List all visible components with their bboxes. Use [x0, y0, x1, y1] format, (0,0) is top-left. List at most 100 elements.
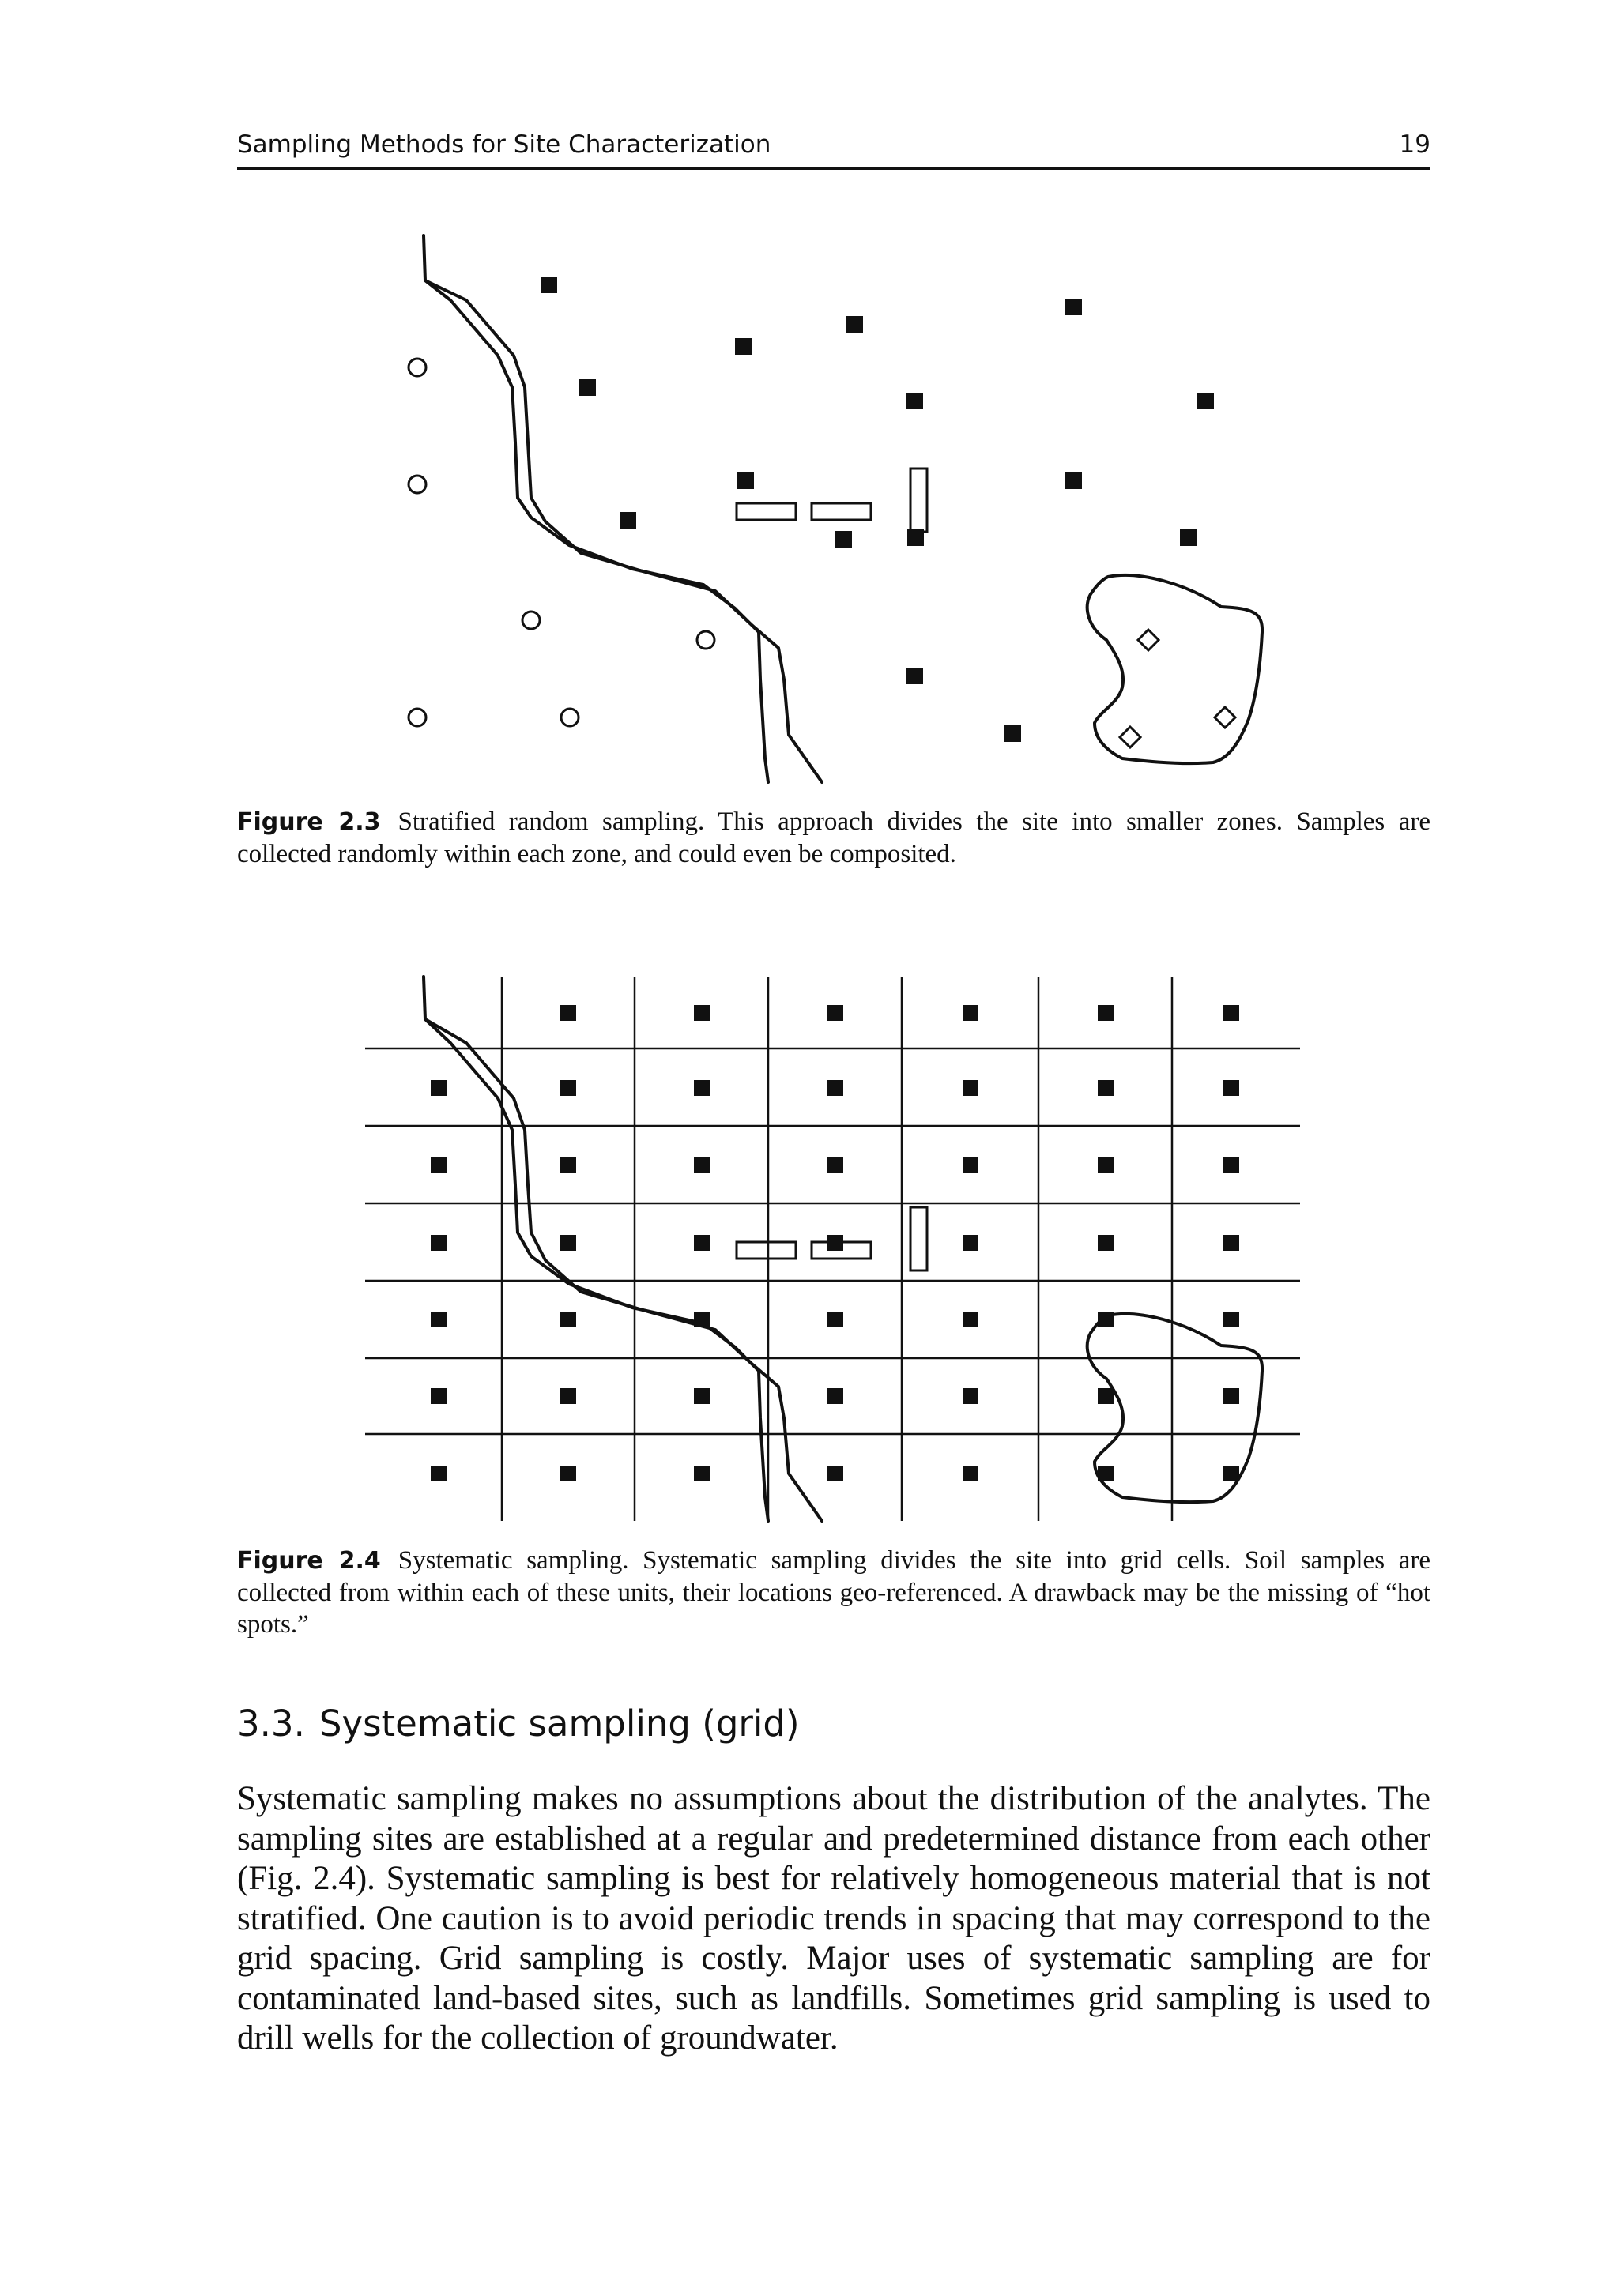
sample-circle	[407, 357, 428, 378]
sample-square	[846, 316, 863, 333]
grid-sample-square	[694, 1080, 710, 1096]
sample-circle	[521, 610, 541, 630]
sample-square	[835, 531, 852, 548]
grid-sample-square	[694, 1157, 710, 1173]
section-number: 3.3.	[237, 1703, 305, 1745]
grid-sample-square	[1098, 1235, 1114, 1251]
pond-outline	[1085, 573, 1264, 766]
composite-rectangle	[735, 1240, 797, 1260]
grid-sample-square	[1223, 1466, 1239, 1481]
running-title: Sampling Methods for Site Characterizati…	[237, 130, 771, 159]
grid-sample-square	[431, 1080, 447, 1096]
composite-rectangle	[909, 467, 929, 533]
sample-square	[906, 393, 923, 409]
sample-square	[579, 379, 596, 396]
grid-sample-square	[1223, 1312, 1239, 1327]
composite-rectangle	[735, 502, 797, 521]
grid-sample-square	[1098, 1157, 1114, 1173]
sample-square	[1180, 529, 1197, 546]
grid-sample-square	[963, 1005, 978, 1021]
grid-sample-square	[827, 1466, 843, 1481]
sample-circle	[407, 474, 428, 495]
sample-square	[906, 668, 923, 684]
grid-sample-square	[560, 1388, 576, 1404]
composite-rectangle	[810, 502, 872, 521]
grid-sample-square	[827, 1388, 843, 1404]
figure-2-4-label: Figure 2.4	[237, 1547, 381, 1575]
sample-square	[737, 472, 754, 489]
grid-sample-square	[1098, 1312, 1114, 1327]
sample-diamond	[1212, 705, 1238, 730]
grid-sample-square	[827, 1157, 843, 1173]
grid-sample-square	[1223, 1235, 1239, 1251]
figure-2-3-diagram	[407, 234, 1264, 784]
sample-square	[1065, 299, 1082, 315]
grid-sample-square	[1098, 1080, 1114, 1096]
grid-sample-square	[1098, 1005, 1114, 1021]
figure-2-3-caption-text: Stratified random sampling. This approac…	[237, 807, 1430, 868]
running-header: Sampling Methods for Site Characterizati…	[237, 128, 1430, 170]
sample-circle	[695, 630, 716, 650]
grid-sample-square	[963, 1080, 978, 1096]
grid-sample-square	[431, 1466, 447, 1481]
sample-square	[1004, 725, 1021, 742]
grid-sample-squares	[431, 1005, 1239, 1481]
grid-sample-square	[1223, 1080, 1239, 1096]
page-number: 19	[1399, 130, 1430, 159]
grid-lines	[365, 977, 1300, 1521]
grid-sample-square	[963, 1312, 978, 1327]
grid-sample-square	[827, 1312, 843, 1327]
grid-sample-square	[963, 1388, 978, 1404]
grid-sample-square	[1223, 1157, 1239, 1173]
grid-sample-square	[694, 1388, 710, 1404]
grid-sample-square	[694, 1235, 710, 1251]
grid-sample-square	[560, 1312, 576, 1327]
section-heading: 3.3. Systematic sampling (grid)	[237, 1703, 800, 1745]
grid-sample-square	[694, 1466, 710, 1481]
grid-sample-square	[1098, 1466, 1114, 1481]
river-bank-left	[422, 234, 770, 784]
grid-sample-square	[560, 1466, 576, 1481]
sample-diamond	[1117, 725, 1143, 750]
sample-square	[907, 529, 924, 546]
grid-sample-square	[827, 1235, 843, 1251]
grid-sample-square	[560, 1157, 576, 1173]
figure-2-4-caption-text: Systematic sampling. Systematic sampling…	[237, 1546, 1430, 1639]
river-bank-right	[424, 279, 823, 784]
grid-sample-square	[1223, 1005, 1239, 1021]
grid-sample-square	[1223, 1388, 1239, 1404]
grid-sample-square	[963, 1235, 978, 1251]
grid-sample-square	[431, 1388, 447, 1404]
grid-sample-square	[431, 1312, 447, 1327]
grid-sample-square	[560, 1235, 576, 1251]
section-body-paragraph: Systematic sampling makes no assumptions…	[237, 1780, 1430, 2057]
grid-sample-square	[560, 1080, 576, 1096]
composite-rectangle	[909, 1206, 929, 1272]
sample-square	[1197, 393, 1214, 409]
grid-sample-square	[963, 1157, 978, 1173]
grid-sample-square	[963, 1466, 978, 1481]
grid-sample-square	[694, 1005, 710, 1021]
section-title: Systematic sampling (grid)	[318, 1703, 800, 1745]
figure-2-3-label: Figure 2.3	[237, 808, 381, 836]
sample-diamond	[1136, 627, 1161, 653]
river-bank-left	[422, 975, 770, 1523]
grid-sample-square	[431, 1157, 447, 1173]
grid-sample-square	[827, 1005, 843, 1021]
sample-circle	[407, 707, 428, 728]
figure-2-4-diagram	[365, 975, 1300, 1523]
grid-sample-square	[560, 1005, 576, 1021]
grid-sample-square	[827, 1080, 843, 1096]
grid-sample-square	[431, 1235, 447, 1251]
grid-sample-square	[1098, 1388, 1114, 1404]
pond-outline	[1085, 1312, 1264, 1504]
sample-circle	[560, 707, 580, 728]
sample-square	[620, 512, 636, 529]
sample-square	[1065, 472, 1082, 489]
sample-square	[735, 338, 752, 355]
sample-square	[541, 277, 557, 293]
grid-sample-square	[694, 1312, 710, 1327]
river-bank-right	[424, 1018, 823, 1523]
